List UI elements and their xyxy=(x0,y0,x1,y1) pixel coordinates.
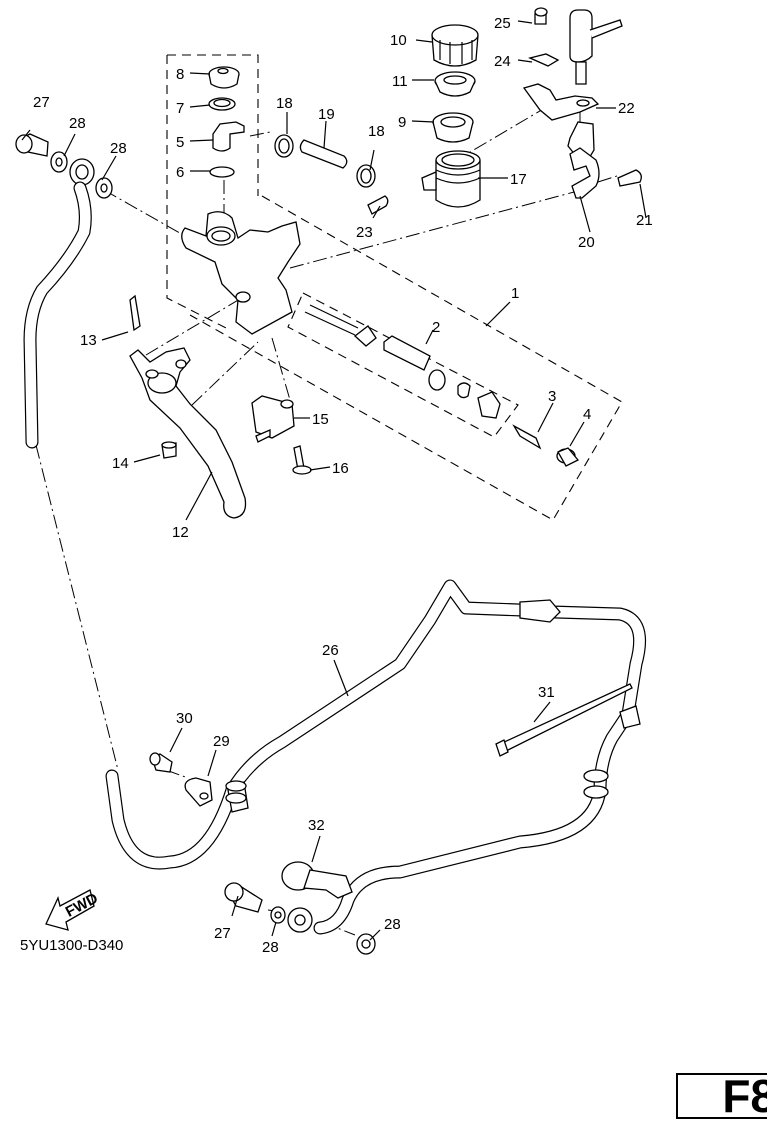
callout-21: 21 xyxy=(636,212,653,229)
master-cylinder-body xyxy=(181,211,301,335)
callout-32: 32 xyxy=(308,817,325,834)
callout-28-bottom-b: 28 xyxy=(384,916,401,933)
callout-30: 30 xyxy=(176,710,193,727)
callout-28-top-b: 28 xyxy=(110,140,127,157)
upper-hose-section xyxy=(23,181,92,449)
callout-16: 16 xyxy=(332,460,349,477)
callout-7: 7 xyxy=(176,100,184,117)
callout-2: 2 xyxy=(432,319,440,336)
dashed-box-kit-1 xyxy=(189,195,623,521)
callout-8: 8 xyxy=(176,66,184,83)
reservoir-tank xyxy=(421,24,481,208)
clutch-lever xyxy=(129,294,247,519)
callout-27-top: 27 xyxy=(33,94,50,111)
banjo-fitting-top xyxy=(15,133,113,199)
callout-17: 17 xyxy=(510,171,527,188)
cable-tie xyxy=(495,683,633,757)
callout-5: 5 xyxy=(176,134,184,151)
callout-28-top-a: 28 xyxy=(69,115,86,132)
clutch-hose xyxy=(105,579,647,935)
callout-29: 29 xyxy=(213,733,230,750)
callout-13: 13 xyxy=(80,332,97,349)
page-id: F8 xyxy=(722,1070,767,1122)
reservoir-fittings xyxy=(208,66,245,178)
callout-14: 14 xyxy=(112,455,129,472)
callout-9: 9 xyxy=(398,114,406,131)
callout-18-b: 18 xyxy=(368,123,385,140)
callout-18-a: 18 xyxy=(276,95,293,112)
callout-26: 26 xyxy=(322,642,339,659)
callout-3: 3 xyxy=(548,388,556,405)
diagram-code: 5YU1300-D340 xyxy=(20,937,123,954)
callout-23: 23 xyxy=(356,224,373,241)
callout-28-bottom-a: 28 xyxy=(262,939,279,956)
piston-kit-parts xyxy=(304,304,580,467)
callout-1: 1 xyxy=(511,285,519,302)
dashed-box-kit-2 xyxy=(287,292,519,438)
callout-11: 11 xyxy=(392,73,408,90)
callout-12: 12 xyxy=(172,524,189,541)
group-outlines xyxy=(166,54,623,521)
bracket-assembly xyxy=(522,7,642,199)
callout-24: 24 xyxy=(494,53,511,70)
callout-31: 31 xyxy=(538,684,555,701)
callout-20: 20 xyxy=(578,234,595,251)
callout-27-bottom: 27 xyxy=(214,925,231,942)
callout-10: 10 xyxy=(390,32,407,49)
banjo-fitting-bottom xyxy=(224,882,376,955)
dashed-box-reservoir-fittings xyxy=(166,54,259,331)
callout-15: 15 xyxy=(312,411,329,428)
callout-19: 19 xyxy=(318,106,335,123)
reservoir-hose-assembly xyxy=(274,134,389,215)
callout-4: 4 xyxy=(583,406,591,423)
hose-holder xyxy=(149,752,213,807)
callout-25: 25 xyxy=(494,15,511,32)
hose-guide xyxy=(281,861,353,899)
axis-lines xyxy=(35,104,621,936)
page-id-box: F8 xyxy=(676,1070,767,1122)
callout-22: 22 xyxy=(618,100,635,117)
forward-direction-arrow: FWD xyxy=(45,889,101,931)
clutch-switch xyxy=(251,395,312,475)
callout-numbers: 8 7 5 6 27 28 28 18 19 18 23 10 11 9 17 … xyxy=(33,15,653,956)
callout-6: 6 xyxy=(176,164,184,181)
leader-lines xyxy=(21,20,647,941)
